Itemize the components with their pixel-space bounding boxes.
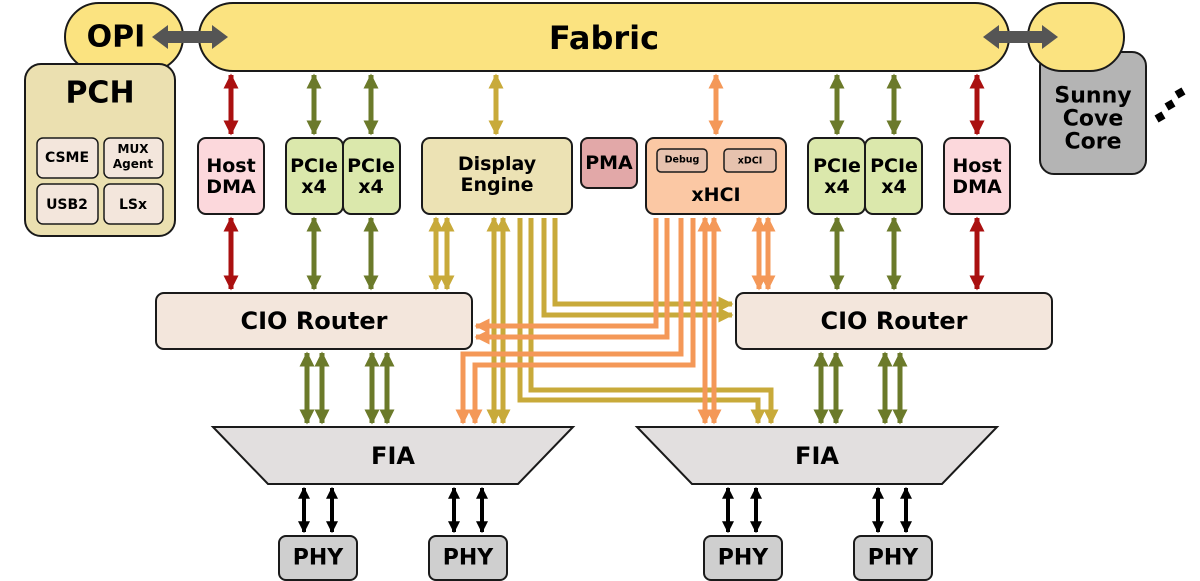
display-engine-line-2: Engine — [460, 174, 533, 196]
host-dma-right[interactable]: Host DMA — [943, 137, 1011, 215]
cio-router-left-label: CIO Router — [241, 307, 388, 335]
cio-router-left[interactable]: CIO Router — [155, 292, 473, 350]
phy-2[interactable]: PHY — [428, 535, 508, 581]
pcie-right-1-line-2: x4 — [824, 176, 849, 198]
pma[interactable]: PMA — [580, 137, 638, 189]
link-display-fia-right-b — [517, 218, 766, 425]
debug-label: Debug — [665, 155, 700, 166]
cio-router-right[interactable]: CIO Router — [735, 292, 1053, 350]
xhci-debug-block[interactable]: Debug — [656, 148, 708, 173]
pcie-left-1-line-2: x4 — [301, 176, 326, 198]
lsx-label: LSx — [119, 197, 147, 213]
fabric-label: Fabric — [549, 19, 659, 57]
phy-3-label: PHY — [718, 546, 770, 571]
link-xhci-cio-left-a — [474, 218, 659, 334]
mux-label: MUX — [118, 142, 150, 156]
pch-block-usb2[interactable]: USB2 — [36, 183, 99, 225]
fabric-core-link-icon — [983, 25, 1058, 49]
pch-node[interactable]: PCH CSME MUX Agent USB2 LSx — [24, 63, 176, 237]
pcie-right-2[interactable]: PCIe x4 — [864, 137, 923, 215]
pcie-left-2-line-1: PCIe — [347, 155, 395, 177]
pma-label: PMA — [585, 152, 633, 174]
core-line-1: Sunny — [1054, 84, 1131, 109]
csme-label: CSME — [45, 150, 89, 166]
fabric-node[interactable]: Fabric — [198, 2, 1010, 72]
link-xhci-cio-left-b — [474, 218, 670, 345]
xdci-label: xDCI — [738, 156, 763, 167]
host-dma-right-line-1: Host — [952, 155, 1001, 177]
pcie-left-1-line-1: PCIe — [290, 155, 338, 177]
link-xhci-fia-left-b — [467, 218, 696, 425]
pch-title: PCH — [65, 76, 134, 111]
core-line-3: Core — [1064, 130, 1121, 155]
pcie-left-2-line-2: x4 — [358, 176, 383, 198]
pch-block-lsx[interactable]: LSx — [103, 183, 164, 225]
display-engine-line-1: Display — [458, 153, 537, 175]
xhci-title: xHCI — [691, 184, 740, 206]
pcie-left-2[interactable]: PCIe x4 — [342, 137, 401, 215]
host-dma-left-line-1: Host — [206, 155, 255, 177]
host-dma-right-line-2: DMA — [952, 176, 1002, 198]
fia-right[interactable]: FIA — [634, 426, 1000, 485]
fia-right-label: FIA — [795, 442, 839, 470]
pcie-right-2-line-2: x4 — [881, 176, 906, 198]
phy-3[interactable]: PHY — [703, 535, 783, 581]
phy-2-label: PHY — [443, 546, 495, 571]
link-display-cio-right-a — [552, 218, 734, 312]
link-display-fia-right-a — [528, 218, 779, 425]
display-engine[interactable]: Display Engine — [421, 137, 573, 215]
pcie-right-1[interactable]: PCIe x4 — [807, 137, 866, 215]
pch-block-mux-agent[interactable]: MUX Agent — [103, 137, 164, 179]
opi-node[interactable]: OPI — [64, 2, 184, 72]
core-line-2: Cove — [1063, 107, 1124, 132]
opi-label: OPI — [87, 20, 146, 55]
pch-block-csme[interactable]: CSME — [36, 137, 99, 179]
fia-left-label: FIA — [371, 442, 415, 470]
opi-fabric-link-icon — [152, 25, 228, 49]
host-dma-left[interactable]: Host DMA — [197, 137, 265, 215]
xhci[interactable]: Debug xDCI xHCI — [645, 137, 787, 215]
pcie-right-2-line-1: PCIe — [870, 155, 918, 177]
pcie-right-1-line-1: PCIe — [813, 155, 861, 177]
xhci-xdci-block[interactable]: xDCI — [723, 148, 777, 173]
phy-1-label: PHY — [293, 546, 345, 571]
links-layer — [223, 73, 985, 534]
host-dma-left-line-2: DMA — [206, 176, 256, 198]
phy-1[interactable]: PHY — [278, 535, 358, 581]
link-xhci-fia-left-a — [455, 218, 684, 425]
usb2-label: USB2 — [46, 197, 88, 213]
fia-left[interactable]: FIA — [210, 426, 576, 485]
phy-4[interactable]: PHY — [853, 535, 933, 581]
cio-router-right-label: CIO Router — [821, 307, 968, 335]
ellipsis-icon — [1154, 87, 1186, 123]
agent-label: Agent — [113, 157, 154, 171]
phy-4-label: PHY — [868, 546, 920, 571]
pcie-left-1[interactable]: PCIe x4 — [285, 137, 344, 215]
